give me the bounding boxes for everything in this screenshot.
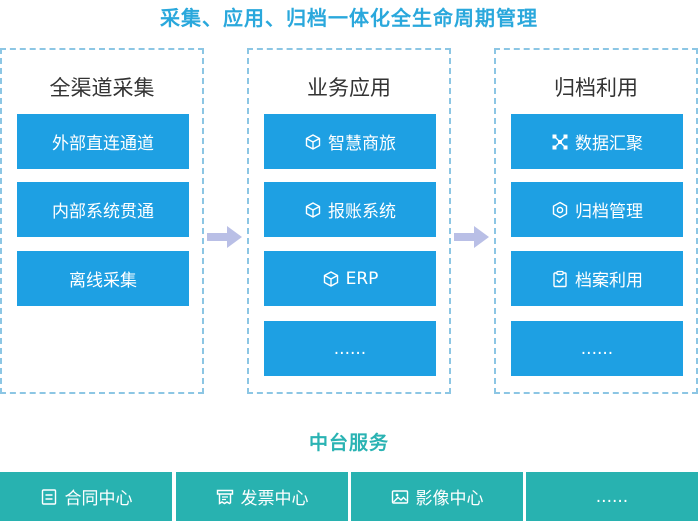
block-label: 外部直连通道 [52, 134, 154, 154]
block-label: ...... [333, 338, 367, 359]
arrow-right-icon [207, 226, 242, 248]
block-external-channel: 外部直连通道 [17, 114, 189, 169]
block-expense-system: 报账系统 [264, 182, 436, 237]
image-icon [391, 488, 409, 506]
service-label: 发票中心 [240, 489, 309, 509]
block-label: 智慧商旅 [328, 134, 396, 154]
block-more: ...... [511, 321, 683, 376]
cube-icon [304, 201, 322, 219]
document-icon [40, 488, 58, 506]
block-archive-utilization: 档案利用 [511, 251, 683, 306]
block-label: 离线采集 [69, 271, 137, 291]
aggregate-icon [551, 133, 569, 151]
invoice-icon [216, 488, 234, 506]
column-collection: 全渠道采集 外部直连通道 内部系统贯通 离线采集 [0, 48, 204, 394]
block-label: 档案利用 [575, 271, 643, 291]
block-label: 报账系统 [328, 202, 396, 222]
block-label: ERP [345, 268, 379, 289]
hexagon-icon [551, 201, 569, 219]
column-archive-utilization: 归档利用 数据汇聚 归档管理 档案利用 ...... [494, 48, 698, 394]
block-more: ...... [264, 321, 436, 376]
service-more: ...... [526, 472, 698, 521]
arrow-right-icon [454, 226, 489, 248]
service-image-center: 影像中心 [351, 472, 523, 521]
service-invoice-center: 发票中心 [176, 472, 348, 521]
services-title: 中台服务 [308, 432, 389, 454]
service-label: 合同中心 [64, 489, 133, 509]
block-data-aggregation: 数据汇聚 [511, 114, 683, 169]
block-internal-system: 内部系统贯通 [17, 182, 189, 237]
cube-icon [322, 270, 340, 288]
diagram-title: 采集、应用、归档一体化全生命周期管理 [160, 6, 538, 30]
block-label: 归档管理 [575, 202, 643, 222]
block-label: ...... [580, 338, 614, 359]
cube-icon [304, 133, 322, 151]
block-smart-travel: 智慧商旅 [264, 114, 436, 169]
block-erp: ERP [264, 251, 436, 306]
clipboard-check-icon [551, 270, 569, 288]
block-offline-collection: 离线采集 [17, 251, 189, 306]
column-title: 全渠道采集 [49, 76, 155, 100]
column-title: 业务应用 [307, 76, 391, 100]
column-business-application: 业务应用 智慧商旅 报账系统 ERP ...... [247, 48, 451, 394]
service-label: 影像中心 [415, 489, 484, 509]
block-label: 内部系统贯通 [52, 202, 154, 222]
service-contract-center: 合同中心 [0, 472, 172, 521]
column-title: 归档利用 [554, 76, 638, 100]
service-label: ...... [595, 486, 629, 507]
block-label: 数据汇聚 [575, 134, 643, 154]
block-archive-management: 归档管理 [511, 182, 683, 237]
